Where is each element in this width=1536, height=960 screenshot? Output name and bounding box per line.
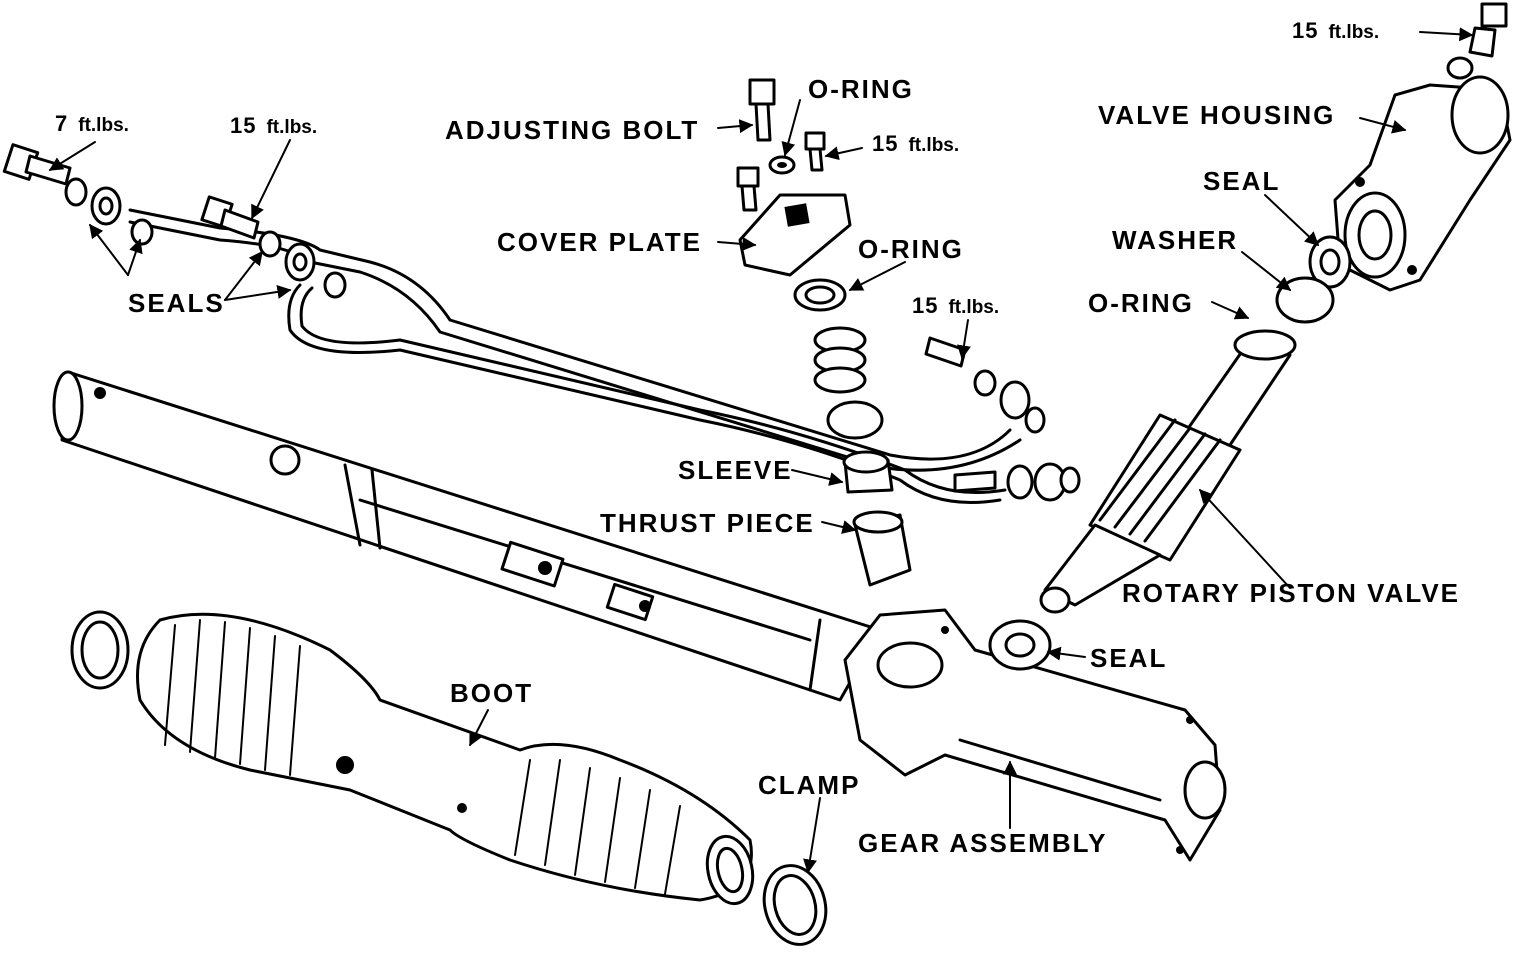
label-sleeve: SLEEVE bbox=[678, 455, 793, 485]
torque-unit: ft.lbs. bbox=[78, 115, 129, 136]
label-clamp: CLAMP bbox=[758, 770, 861, 800]
right-fittings bbox=[924, 336, 1081, 502]
label-seals: SEALS bbox=[128, 288, 225, 318]
gear-housing bbox=[843, 608, 1227, 862]
leaders bbox=[48, 27, 1474, 874]
label-washer: WASHER bbox=[1112, 225, 1239, 255]
label-rotary-piston-valve: ROTARY PISTON VALVE bbox=[1122, 578, 1461, 608]
torque-unit: ft.lbs. bbox=[908, 135, 960, 156]
seal-bottom-ring bbox=[988, 619, 1052, 671]
left-fittings bbox=[2, 143, 347, 299]
label-thrust-piece: THRUST PIECE bbox=[600, 508, 815, 538]
torque-unit: ft.lbs. bbox=[948, 297, 1000, 318]
label-o-ring-cover: O-RING bbox=[858, 234, 964, 264]
torque-label-second-bolt: 15 ft.lbs. bbox=[230, 113, 318, 138]
torque-value: 15 bbox=[230, 113, 257, 138]
label-adjusting-bolt: ADJUSTING BOLT bbox=[445, 115, 700, 145]
torque-unit: ft.lbs. bbox=[1328, 22, 1380, 43]
torque-value: 15 bbox=[872, 131, 899, 156]
torque-value: 7 bbox=[55, 111, 69, 136]
label-cover-plate: COVER PLATE bbox=[497, 227, 702, 257]
torque-value: 15 bbox=[1292, 18, 1319, 43]
torque-unit: ft.lbs. bbox=[266, 117, 318, 138]
label-valve-housing: VALVE HOUSING bbox=[1098, 100, 1336, 130]
label-o-ring-top: O-RING bbox=[808, 74, 914, 104]
torque-label-cover-bolt: 15 ft.lbs. bbox=[872, 131, 960, 156]
label-o-ring-valve: O-RING bbox=[1088, 288, 1194, 318]
valve-housing bbox=[1275, 2, 1512, 324]
label-seal-top: SEAL bbox=[1203, 166, 1281, 196]
torque-value: 15 bbox=[912, 293, 939, 318]
label-boot: BOOT bbox=[450, 678, 534, 708]
boot bbox=[136, 612, 755, 906]
label-seal-bottom: SEAL bbox=[1090, 643, 1168, 673]
cover-plate-assembly bbox=[736, 78, 912, 587]
gear-assembly-tube bbox=[52, 370, 882, 702]
torque-label-valve-bolt: 15 ft.lbs. bbox=[1292, 18, 1380, 43]
torque-label-left-bolt: 7 ft.lbs. bbox=[55, 111, 129, 136]
torque-label-fitting-bolt: 15 ft.lbs. bbox=[912, 293, 1000, 318]
clamp-right bbox=[762, 864, 828, 946]
rotary-piston-valve bbox=[1039, 329, 1297, 614]
label-gear-assembly: GEAR ASSEMBLY bbox=[858, 828, 1108, 858]
clamp-left bbox=[70, 610, 130, 690]
